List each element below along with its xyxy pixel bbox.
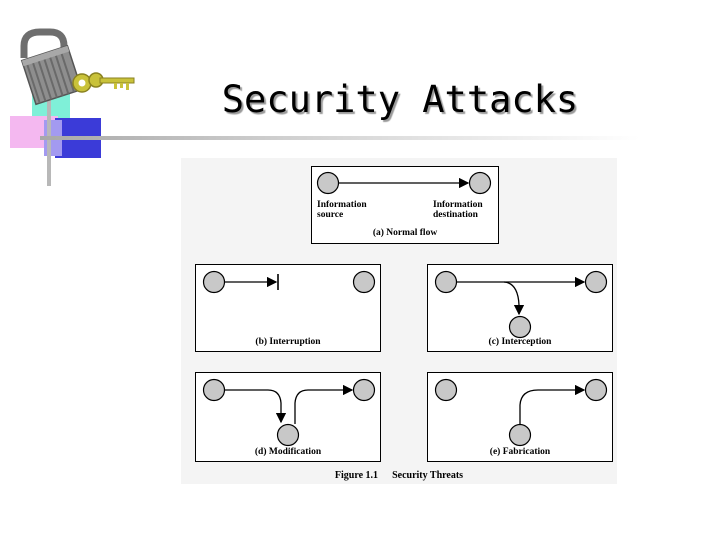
fabricator-node bbox=[508, 423, 532, 447]
fabricated-arrow bbox=[519, 384, 586, 424]
key-icon bbox=[72, 72, 135, 93]
source-label-line2: source bbox=[317, 210, 344, 220]
panel-interruption: (b) Interruption bbox=[195, 264, 381, 352]
from-modifier-arrow bbox=[294, 384, 354, 424]
figure-caption: Figure 1.1 Security Threats bbox=[181, 470, 617, 481]
destination-label-line2: destination bbox=[433, 210, 478, 220]
to-modifier-arrow bbox=[225, 389, 287, 424]
panel-fabrication: (e) Fabrication bbox=[427, 372, 613, 462]
destination-node bbox=[352, 378, 376, 402]
destination-node bbox=[584, 378, 608, 402]
figure-number: Figure 1.1 bbox=[334, 470, 379, 481]
source-node bbox=[434, 270, 458, 294]
panel-caption: (a) Normal flow bbox=[372, 228, 438, 238]
interceptor-node bbox=[508, 315, 532, 339]
panel-normal-flow: Information source Information destinati… bbox=[311, 166, 499, 244]
panel-caption: (d) Modification bbox=[254, 447, 322, 457]
source-node bbox=[202, 270, 226, 294]
panel-caption: (c) Interception bbox=[488, 337, 552, 347]
source-node bbox=[434, 378, 458, 402]
figure-caption-text: Security Threats bbox=[392, 470, 464, 481]
slide-title: Security Attacks bbox=[221, 78, 579, 121]
source-node bbox=[202, 378, 226, 402]
panel-caption: (b) Interruption bbox=[255, 337, 321, 347]
source-label-line1: Information bbox=[317, 200, 367, 210]
source-node bbox=[316, 171, 340, 195]
security-threats-figure: Information source Information destinati… bbox=[181, 158, 617, 484]
destination-node bbox=[584, 270, 608, 294]
modifier-node bbox=[276, 423, 300, 447]
panel-interception: (c) Interception bbox=[427, 264, 613, 352]
corner-decoration bbox=[0, 0, 140, 200]
destination-node bbox=[352, 270, 376, 294]
panel-caption: (e) Fabrication bbox=[489, 447, 551, 457]
intercept-arrow bbox=[503, 281, 525, 316]
panel-modification: (d) Modification bbox=[195, 372, 381, 462]
title-underline bbox=[40, 136, 640, 140]
padlock-icon bbox=[20, 28, 135, 106]
destination-label-line1: Information bbox=[433, 200, 483, 210]
vertical-rule bbox=[47, 60, 51, 186]
destination-node bbox=[468, 171, 492, 195]
